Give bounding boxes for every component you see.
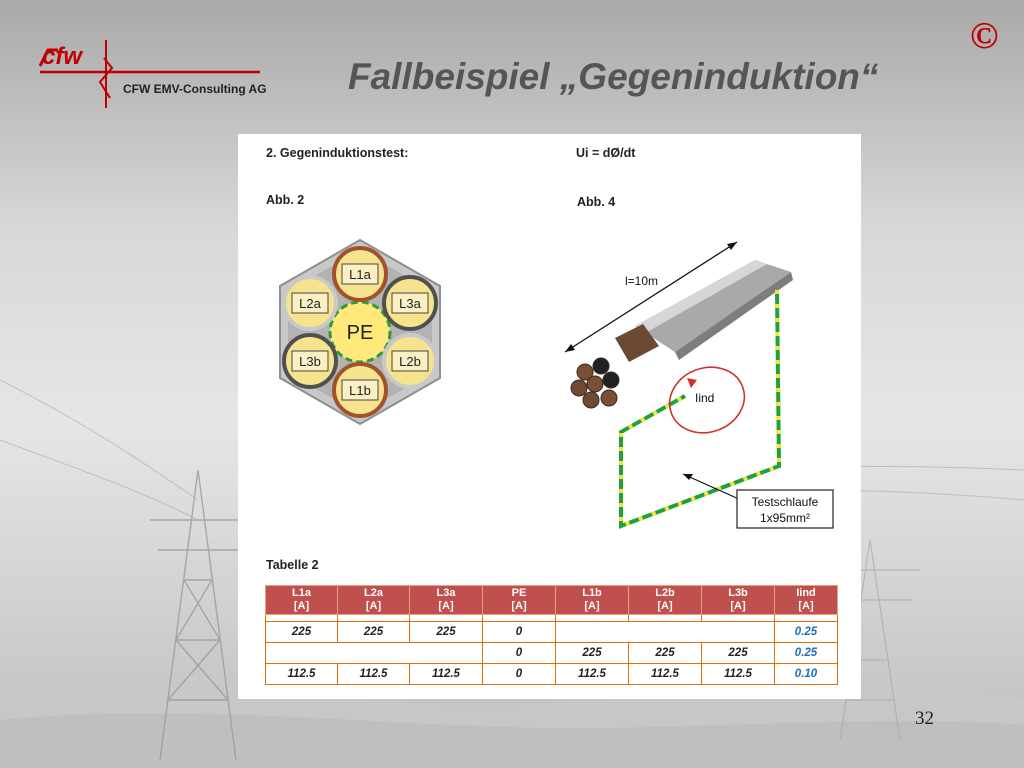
table-row: 0 225 225 225 0.25 [265,642,838,664]
testloop-size: 1x95mm² [760,511,810,525]
table-cell: 0 [482,621,556,643]
fig2-label: Abb. 2 [266,193,305,207]
header-cell: L3b[A] [701,585,775,615]
table-cell: 0.25 [774,621,838,643]
header-cell: L2a[A] [337,585,410,615]
pylon-left [150,469,246,761]
formula: Ui = dØ/dt [576,146,636,160]
fig4-label: Abb. 4 [577,195,616,209]
table-cell: 0.10 [774,663,838,685]
length-label: l=10m [625,274,658,288]
table-cell: 225 [701,642,775,664]
table-cell: 225 [337,621,410,643]
table-cell: 0.25 [774,642,838,664]
testloop-label: Testschlaufe [752,495,819,509]
conductor-label: L3b [299,354,321,369]
section-title: 2. Gegeninduktionstest: [266,146,409,160]
table-cell: 112.5 [555,663,629,685]
svg-text:cfw: cfw [42,43,83,70]
table-row: 112.5 112.5 112.5 0 112.5 112.5 112.5 0.… [265,663,838,685]
table-cell: 0 [482,663,556,685]
page-number: 32 [915,708,934,729]
measurement-table: L1a[A] L2a[A] L3a[A] PE[A] L1b[A] L2b[A]… [265,585,838,685]
header-cell: Iind[A] [774,585,838,615]
table-header-row: L1a[A] L2a[A] L3a[A] PE[A] L1b[A] L2b[A]… [265,585,838,615]
table-cell: 0 [482,642,556,664]
table-cell: 112.5 [409,663,483,685]
conductor-label: L2b [399,354,421,369]
table-cell: 112.5 [337,663,410,685]
table-spacer-row [265,614,838,622]
table-row: 225 225 225 0 0.25 [265,621,838,643]
table-cell: 112.5 [701,663,775,685]
conductor-label: L1b [349,383,371,398]
table-cell: 225 [265,621,338,643]
induced-current-label: Iind [695,391,714,405]
table-cell [555,621,775,643]
table-cell [265,642,483,664]
cable-cross-section-diagram: L1a L2a L3a PE L2b L3b L1b [279,239,441,425]
table-cell: 225 [409,621,483,643]
conductor-label: L1a [349,267,371,282]
company-logo: cfw [38,40,260,108]
copyright-icon: © [970,15,999,57]
company-name: CFW EMV-Consulting AG [123,82,267,96]
table-label: Tabelle 2 [266,558,319,572]
cable-test-loop-diagram: l=10m Iind Testschlaufe 1x95mm² [564,241,834,529]
header-cell: L1a[A] [265,585,338,615]
conductor-label: L2a [299,296,321,311]
conductor-label: L3a [399,296,421,311]
slide-title: Fallbeispiel „Gegeninduktion“ [348,56,879,97]
conductor-label: PE [347,322,374,344]
table-cell: 225 [555,642,629,664]
header-cell: L3a[A] [409,585,483,615]
table-cell: 225 [628,642,702,664]
header-cell: L2b[A] [628,585,702,615]
table-cell: 112.5 [265,663,338,685]
header-cell: PE[A] [482,585,556,615]
table-cell: 112.5 [628,663,702,685]
header-cell: L1b[A] [555,585,629,615]
